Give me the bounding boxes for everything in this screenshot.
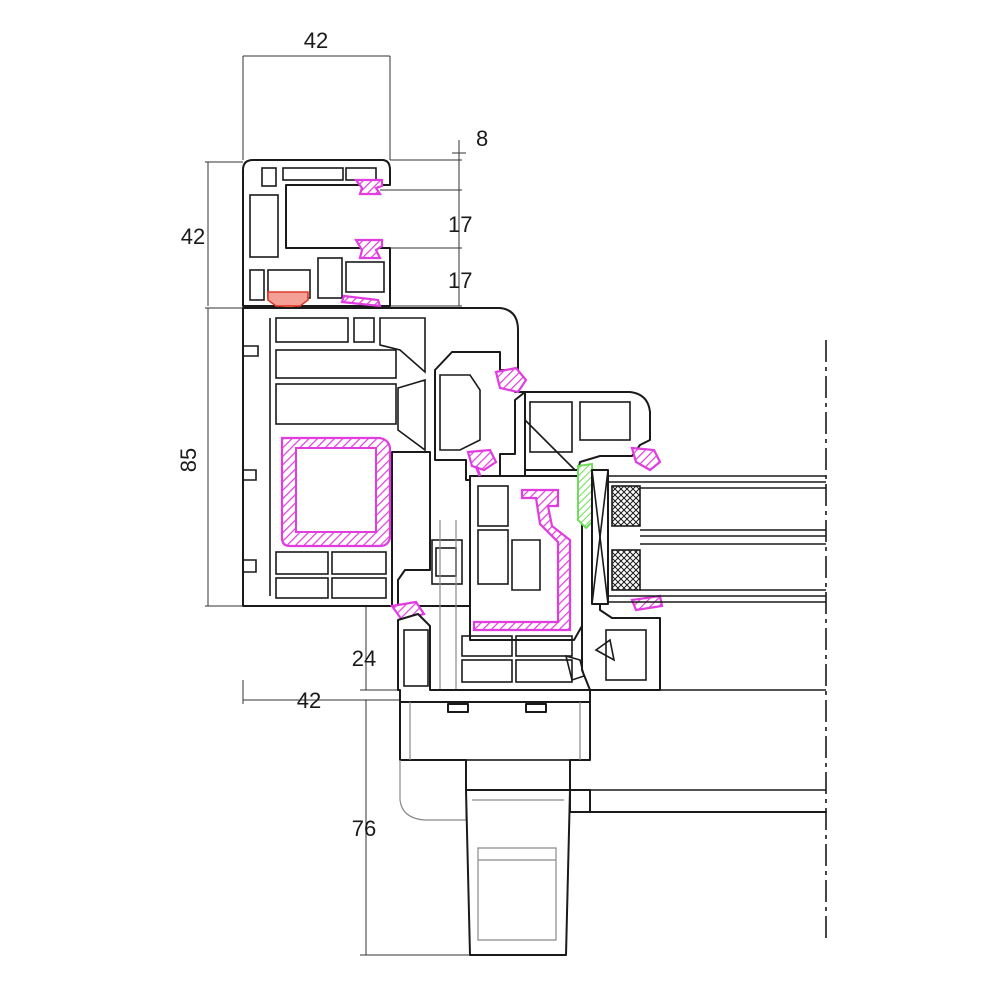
sash-profile [431,391,661,700]
drain-slot-1 [447,703,469,713]
hardware-icon [431,539,463,585]
dim-sill-height: 76 [352,816,376,841]
gasket-glass-inner [630,594,664,612]
gasket-top-3 [340,294,382,308]
main-frame-profile [242,307,526,607]
gasket-inner [466,448,498,472]
gasket-top-2 [354,238,384,260]
dim-chamber-1: 17 [448,212,472,237]
dim-bottom-width: 42 [297,688,321,713]
wall-line [590,340,827,940]
gaskets [390,366,664,622]
dim-sash-offset: 24 [352,646,376,671]
dim-top-width: 42 [304,28,328,53]
top-extension-profile [242,159,391,308]
dimension-lines [205,55,470,956]
glass-unit [591,469,826,605]
glazing-seal [577,462,596,530]
spacer-bottom [611,549,641,591]
dimension-labels: 42 8 17 17 42 85 24 42 76 [176,28,488,841]
sill-profile [397,613,827,956]
dim-gap-top: 8 [476,126,488,151]
dim-frame-height-top: 42 [181,224,205,249]
spacer-top [611,485,641,527]
gasket-glass-outer [630,446,662,472]
drain-slot-2 [525,703,547,713]
dim-frame-height-main: 85 [176,448,201,472]
dim-chamber-2: 17 [448,268,472,293]
gasket-top-1 [353,178,384,196]
gasket-frame-sash [494,366,528,394]
